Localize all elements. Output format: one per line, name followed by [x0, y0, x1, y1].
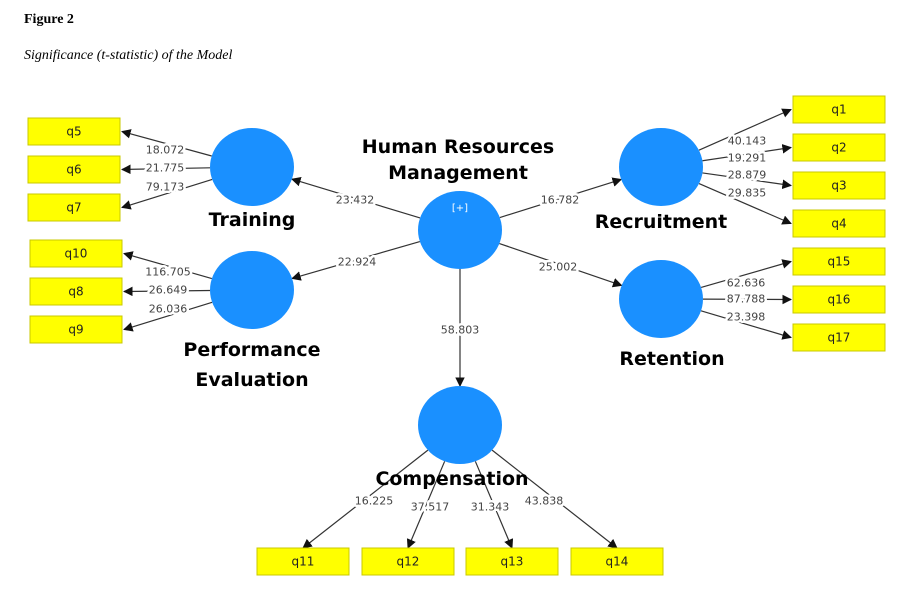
indicator-box-q2[interactable] [792, 133, 886, 162]
indicator-label-q16: q16 [828, 293, 851, 307]
path-arrow-training [291, 177, 421, 219]
path-t-value-recruitment: 16.782 [541, 194, 580, 207]
indicator-label-q5: q5 [66, 125, 81, 139]
indicator-box-q16[interactable] [792, 285, 886, 314]
indicator-label-q17: q17 [828, 331, 851, 345]
loading-t-value-q3: 28.879 [728, 169, 767, 182]
loading-t-value-q11: 16.225 [355, 495, 394, 508]
indicator-label-q13: q13 [501, 555, 524, 569]
loading-arrow-q1 [698, 108, 792, 151]
path-arrow-recruitment [499, 177, 623, 219]
loading-t-value-q6: 21.775 [146, 162, 185, 175]
loading-t-value-q10: 116.705 [145, 266, 191, 279]
loading-arrow-q11 [302, 449, 429, 549]
latent-performance[interactable] [210, 251, 294, 329]
latent-label-retention: Retention [619, 348, 724, 370]
loading-t-value-q9: 26.036 [149, 303, 188, 316]
latent-recruitment[interactable] [619, 128, 703, 206]
loading-t-value-q8: 26.649 [149, 284, 188, 297]
loading-arrow-q10 [123, 251, 213, 280]
indicator-label-q14: q14 [606, 555, 629, 569]
indicator-label-q4: q4 [831, 217, 846, 231]
indicator-label-q11: q11 [292, 555, 315, 569]
loading-t-value-q14: 43.838 [525, 495, 564, 508]
loading-t-value-q5: 18.072 [146, 144, 185, 157]
indicator-box-q4[interactable] [792, 209, 886, 238]
loading-t-value-q15: 62.636 [727, 277, 766, 290]
indicator-label-q9: q9 [68, 323, 83, 337]
latent-label-performance: Evaluation [195, 369, 308, 391]
path-t-value-training: 23.432 [336, 194, 375, 207]
loading-arrow-q4 [698, 182, 792, 225]
loading-t-value-q12: 37.517 [411, 501, 450, 514]
indicator-box-q8[interactable] [29, 277, 123, 306]
latent-label-hrm: Management [388, 162, 528, 184]
loading-arrow-q9 [123, 301, 213, 332]
loading-t-value-q4: 29.835 [728, 187, 767, 200]
path-t-value-compensation: 58.803 [441, 324, 480, 337]
indicator-box-q5[interactable] [27, 117, 121, 146]
figure-caption: Significance (t-statistic) of the Model [24, 48, 233, 63]
loading-arrow-q6 [121, 164, 211, 175]
indicator-label-q2: q2 [831, 141, 846, 155]
expand-marker[interactable]: [+] [452, 203, 468, 214]
indicator-box-q1[interactable] [792, 95, 886, 124]
latent-hrm[interactable] [418, 191, 502, 269]
indicator-label-q6: q6 [66, 163, 81, 177]
indicator-label-q8: q8 [68, 285, 83, 299]
indicator-label-q1: q1 [831, 103, 846, 117]
indicator-box-q10[interactable] [29, 239, 123, 268]
loading-arrow-q15 [700, 259, 792, 289]
indicator-box-q3[interactable] [792, 171, 886, 200]
indicator-box-q13[interactable] [465, 547, 559, 576]
figure-number: Figure 2 [24, 12, 74, 27]
loading-arrow-q17 [700, 310, 792, 340]
latent-compensation[interactable] [418, 386, 502, 464]
loading-t-value-q7: 79.173 [146, 181, 185, 194]
latent-label-performance: Performance [183, 339, 320, 361]
latent-retention[interactable] [619, 260, 703, 338]
indicator-box-q17[interactable] [792, 323, 886, 352]
loading-arrow-q2 [702, 144, 792, 162]
indicator-label-q10: q10 [65, 247, 88, 261]
loading-t-value-q2: 19.291 [728, 152, 767, 165]
loading-arrow-q14 [491, 449, 618, 549]
latent-label-hrm: Human Resources [362, 136, 554, 158]
indicator-box-q7[interactable] [27, 193, 121, 222]
indicator-label-q15: q15 [828, 255, 851, 269]
loading-arrow-q5 [121, 129, 212, 157]
path-t-value-performance: 22.924 [338, 256, 377, 269]
latent-label-recruitment: Recruitment [595, 211, 728, 233]
loading-arrow-q3 [702, 172, 792, 190]
loading-t-value-q16: 87.788 [727, 293, 766, 306]
indicator-label-q7: q7 [66, 201, 81, 215]
latent-label-training: Training [209, 209, 296, 231]
indicator-box-q6[interactable] [27, 155, 121, 184]
loading-arrow-q12 [406, 461, 446, 549]
path-arrow-performance [291, 240, 421, 281]
path-t-value-retention: 25.002 [539, 261, 578, 274]
path-arrow-retention [499, 242, 623, 288]
indicator-box-q15[interactable] [792, 247, 886, 276]
loading-t-value-q13: 31.343 [471, 501, 510, 514]
indicator-box-q12[interactable] [361, 547, 455, 576]
indicator-box-q9[interactable] [29, 315, 123, 344]
indicator-label-q12: q12 [397, 555, 420, 569]
loading-t-value-q17: 23.398 [727, 311, 766, 324]
loading-t-value-q1: 40.143 [728, 135, 767, 148]
loading-arrow-q13 [474, 461, 514, 549]
indicator-box-q14[interactable] [570, 547, 664, 576]
loading-arrow-q8 [123, 286, 211, 297]
latent-label-compensation: Compensation [375, 468, 528, 490]
loading-arrow-q7 [121, 178, 213, 210]
indicator-label-q3: q3 [831, 179, 846, 193]
latent-training[interactable] [210, 128, 294, 206]
indicator-box-q11[interactable] [256, 547, 350, 576]
